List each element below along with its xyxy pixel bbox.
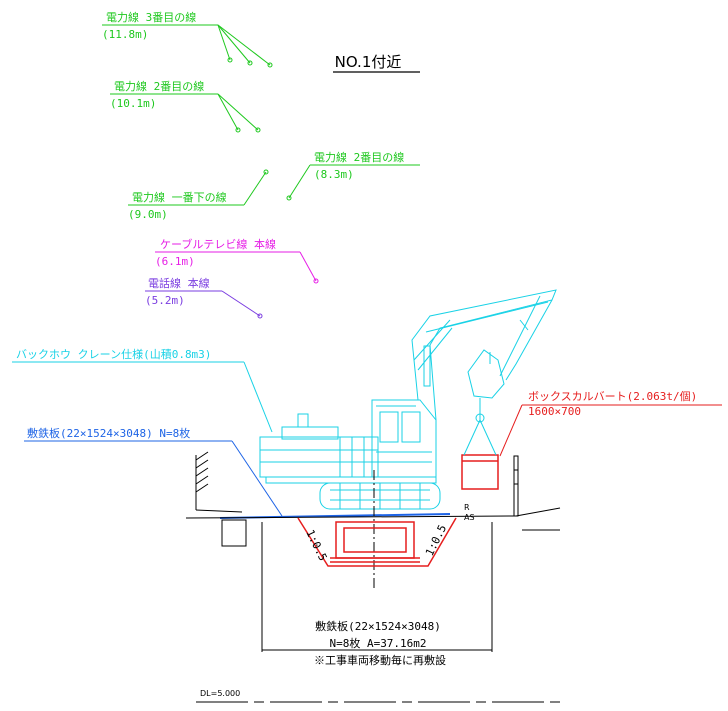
plate-note: 敷鉄板(22×1524×3048) N=8枚 A=37.16m2 ※工事車両移動…: [314, 619, 446, 667]
power-line-2-name: 電力線 2番目の線: [114, 79, 204, 93]
plate-note-line2: N=8枚 A=37.16m2: [329, 636, 426, 650]
power-line-1-height: (9.0m): [128, 208, 168, 221]
power-line-2b-height: (8.3m): [314, 168, 354, 181]
power-line-1-name: 電力線 一番下の線: [132, 190, 227, 204]
road-marks: R AS: [464, 503, 475, 522]
power-line-3-height: (11.8m): [102, 28, 148, 41]
lifted-culvert: [461, 454, 499, 490]
road-mark-r: R: [464, 503, 470, 512]
cable-tv-height: (6.1m): [155, 255, 195, 268]
cable-tv-name: ケーブルテレビ線 本線: [160, 237, 276, 251]
excavator-drawing: [259, 289, 557, 510]
telephone-name: 電話線 本線: [148, 276, 210, 290]
excavator-label-text: バックホウ クレーン仕様(山積0.8m3): [16, 347, 211, 361]
trench: [297, 517, 457, 567]
datum: DL=5.000: [196, 689, 564, 703]
telephone-label: 電話線 本線 (5.2m): [145, 276, 263, 319]
drawing-title: NO.1付近: [335, 53, 402, 71]
road-mark-as: AS: [464, 513, 475, 522]
power-line-2b-name: 電力線 2番目の線: [314, 150, 404, 164]
cable-tv-label: ケーブルテレビ線 本線 (6.1m): [155, 237, 319, 284]
telephone-height: (5.2m): [145, 294, 185, 307]
power-line-3-label: 電力線 3番目の線 (11.8m): [102, 10, 273, 68]
slope-left: 1:0.5: [303, 528, 329, 563]
power-line-1-label: 電力線 一番下の線 (9.0m): [128, 169, 269, 221]
power-line-2b-label: 電力線 2番目の線 (8.3m): [286, 150, 420, 201]
datum-label: DL=5.000: [200, 689, 240, 698]
plate-note-line1: 敷鉄板(22×1524×3048): [315, 619, 441, 633]
steel-plate-label: 敷鉄板(22×1524×3048) N=8枚: [24, 426, 451, 519]
steel-plate-label-text: 敷鉄板(22×1524×3048) N=8枚: [27, 426, 190, 440]
sling-ropes: [463, 398, 497, 456]
power-line-2-label: 電力線 2番目の線 (10.1m): [110, 79, 261, 133]
power-line-2-height: (10.1m): [110, 97, 156, 110]
power-line-3-name: 電力線 3番目の線: [106, 10, 196, 24]
plate-note-line3: ※工事車両移動毎に再敷設: [314, 653, 446, 667]
slope-right: 1:0.5: [423, 523, 449, 558]
box-culvert-size: 1600×700: [528, 405, 581, 418]
excavator-label: バックホウ クレーン仕様(山積0.8m3): [12, 347, 273, 433]
ground-profile: [185, 451, 561, 652]
box-culvert-label-text: ボックスカルバート(2.063t/個): [528, 390, 697, 403]
box-culvert-label: ボックスカルバート(2.063t/個) 1600×700: [499, 390, 722, 457]
